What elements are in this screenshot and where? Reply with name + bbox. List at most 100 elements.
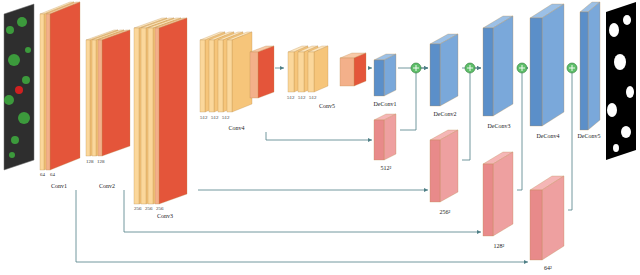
conv-block: Conv4 — [198, 26, 275, 132]
output-image-region — [626, 86, 634, 98]
output-image-region — [621, 126, 631, 138]
layer-slab-side — [258, 46, 274, 98]
input-image-region — [22, 76, 30, 84]
skip-connection — [266, 132, 372, 142]
block-label: DeConv1 — [374, 101, 397, 108]
connector-line — [76, 190, 528, 262]
sum-circle — [465, 63, 475, 73]
layer-slab-front — [218, 40, 223, 112]
skip-connection — [517, 66, 528, 190]
input-image — [4, 4, 34, 170]
layer-slab-front — [86, 40, 90, 156]
deconv-block: DeConv1 — [372, 50, 398, 108]
layer-slab-front — [134, 28, 139, 204]
block-label: 64² — [544, 265, 552, 272]
channel-count: 512 — [211, 115, 219, 120]
block-label: DeConv5 — [578, 133, 601, 140]
sum-circle — [517, 63, 527, 73]
block-label: DeConv3 — [488, 123, 511, 130]
layer-slab-side — [493, 152, 513, 236]
layer-slab-front — [298, 52, 304, 92]
skip-connection — [400, 66, 428, 130]
block-label: Conv3 — [157, 213, 173, 220]
layer-slab-front — [227, 40, 232, 112]
channel-count: 128 — [86, 159, 94, 164]
block-label: DeConv4 — [537, 133, 560, 140]
skip-connection — [568, 66, 576, 210]
arrow-head — [477, 230, 481, 234]
layer-slab-front — [98, 40, 102, 156]
layer-slab-side — [542, 176, 564, 260]
block-label: 256² — [440, 209, 451, 216]
layer-slab-front — [374, 60, 384, 96]
output-image-region — [609, 23, 619, 37]
connector-line — [266, 132, 372, 140]
skip-connection — [462, 66, 481, 160]
input-image-region — [9, 152, 15, 158]
input-image-region — [11, 136, 19, 144]
conv-block: Conv1 — [36, 0, 82, 190]
channel-count: 64 — [50, 172, 55, 177]
connector-line — [198, 190, 428, 191]
layer-slab-side — [314, 46, 328, 92]
block-label: Conv5 — [319, 103, 335, 110]
arrow-head — [368, 66, 372, 70]
layer-slab-front — [250, 52, 258, 98]
output-image-region — [614, 54, 626, 70]
skip-connection — [198, 188, 428, 192]
channel-count: 512 — [287, 95, 295, 100]
skip-block: 64² — [528, 176, 568, 272]
block-label: 512² — [381, 165, 392, 172]
layer-slab-front — [200, 40, 205, 112]
sum-circle — [567, 63, 577, 73]
connector-line — [124, 190, 481, 232]
connector-line — [462, 68, 481, 160]
input-image-region — [6, 26, 14, 34]
channel-count: 128 — [97, 159, 105, 164]
output-image-region — [623, 15, 631, 25]
layer-slab-front — [430, 140, 440, 202]
channel-count: 256 — [156, 206, 164, 211]
skip-connection — [124, 190, 481, 234]
layer-slab-front — [483, 164, 493, 236]
input-image-region — [8, 54, 20, 66]
layer-slab-front — [580, 12, 588, 130]
skip-block: 256² — [428, 126, 462, 216]
layer-slab-front — [308, 52, 314, 92]
arrow-head — [477, 66, 481, 70]
sum-plus-sign — [569, 65, 575, 71]
channel-count: 256 — [134, 206, 142, 211]
input-image-region — [18, 112, 30, 124]
layer-slab-front — [46, 14, 50, 170]
arrow-head — [424, 66, 428, 70]
conv-block: Conv5 — [284, 42, 370, 110]
layer-slab-front — [288, 52, 294, 92]
block-label: Conv4 — [228, 125, 244, 132]
layer-slab-side — [384, 114, 396, 160]
deconv-block: DeConv2 — [428, 30, 462, 118]
layer-slab-front — [92, 40, 96, 156]
layer-slab-side — [354, 53, 366, 86]
channel-count: 512 — [222, 115, 230, 120]
layer-slab-side — [50, 2, 80, 170]
layer-slab-side — [493, 16, 513, 116]
arrow-head — [368, 138, 372, 142]
sum-plus-sign — [467, 65, 473, 71]
output-image-region — [607, 103, 617, 117]
output-image-region — [613, 144, 619, 152]
arrow-head — [424, 66, 428, 70]
block-label: Conv2 — [99, 183, 115, 190]
layer-slab-front — [141, 28, 146, 204]
forward-connection — [275, 66, 284, 70]
deconv-block: DeConv5 — [576, 0, 602, 140]
block-label: Conv1 — [51, 183, 67, 190]
block-label: 128² — [494, 243, 505, 250]
connector-line — [568, 68, 576, 210]
layer-slab-side — [440, 34, 458, 106]
layer-slab-front — [530, 190, 542, 260]
conv-block: Conv2 — [82, 26, 132, 190]
channel-count: 64 — [40, 172, 45, 177]
channel-count: 512 — [298, 95, 306, 100]
channel-count: 256 — [145, 206, 153, 211]
